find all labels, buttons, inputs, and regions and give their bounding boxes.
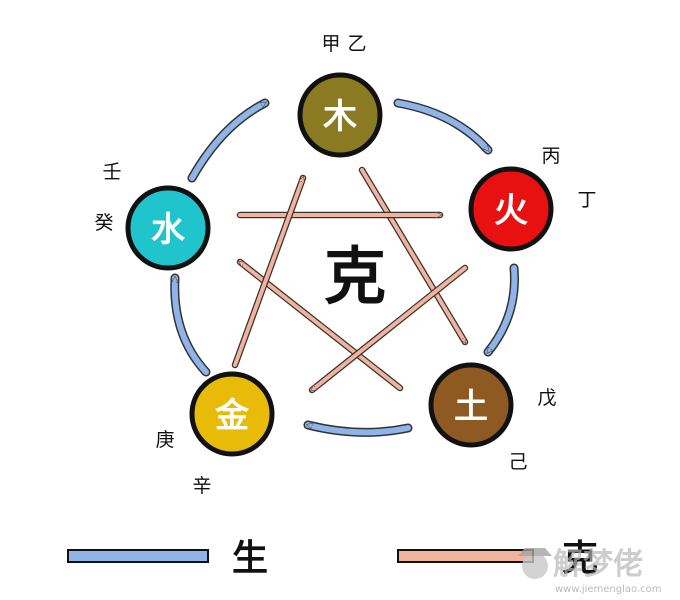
metal-stem-2: 辛 [192,475,211,497]
water-label: 水 [151,210,186,250]
element-node-earth: 土 戊 己 [428,362,557,473]
sheng-arrow-wood-to-fire [393,98,493,155]
sheng-arrow-water-to-wood-fill [189,100,268,181]
legend: 生 克 [67,537,598,579]
ke-arrow-fire-to-metal [310,266,467,392]
fire-stem-2: 丁 [577,189,596,211]
metal-stem-1: 庚 [155,429,174,451]
water-stem-2: 癸 [94,212,113,234]
metal-label: 金 [214,396,250,436]
wood-stem-1: 甲 [321,33,340,55]
element-node-fire: 火 丙 丁 [468,145,597,252]
watermark-mascot-icon [522,553,548,579]
legend-ke-swatch [397,549,534,563]
element-node-water: 水 壬 癸 [94,161,211,271]
fire-circle [468,166,554,252]
watermark-url: www.jiemenglao.com [555,584,661,595]
sheng-arrow-fire-to-earth-fill [485,265,518,355]
wood-label: 木 [322,97,357,137]
element-node-wood: 木 甲 乙 [297,33,383,158]
watermark-mascot-hat-icon [518,548,552,556]
ke-arrow-metal-to-wood [233,178,305,367]
element-node-metal: 金 庚 辛 [155,371,275,497]
water-circle [125,185,211,271]
watermark: 解梦佬 www.jiemenglao.com [518,547,661,595]
metal-circle [189,371,275,457]
sheng-arrow-earth-to-metal-fill [305,422,411,436]
fire-stem-1: 丙 [541,145,560,167]
wood-circle [297,72,383,158]
ke-arrow-wood-to-earth [360,168,467,342]
sheng-arrow-water-to-wood [187,98,270,183]
sheng-arrow-metal-to-water-fill [171,275,209,375]
center-ke-label: 克 [324,240,386,313]
legend-sheng-swatch [67,549,209,563]
earth-label: 土 [454,387,488,427]
earth-circle [428,362,514,448]
wood-stem-2: 乙 [347,33,366,55]
watermark-brand: 解梦佬 [553,547,643,582]
legend-ke-label: 克 [562,537,598,579]
ke-star-arrows [231,166,469,394]
legend-sheng-label: 生 [232,537,268,579]
earth-stem-1: 戊 [537,387,556,409]
water-stem-1: 壬 [102,161,121,183]
earth-stem-2: 己 [508,451,527,473]
sheng-arrow-wood-to-fire-fill [395,100,491,153]
sheng-cycle-arrows [170,98,519,437]
fire-label: 火 [494,191,528,231]
